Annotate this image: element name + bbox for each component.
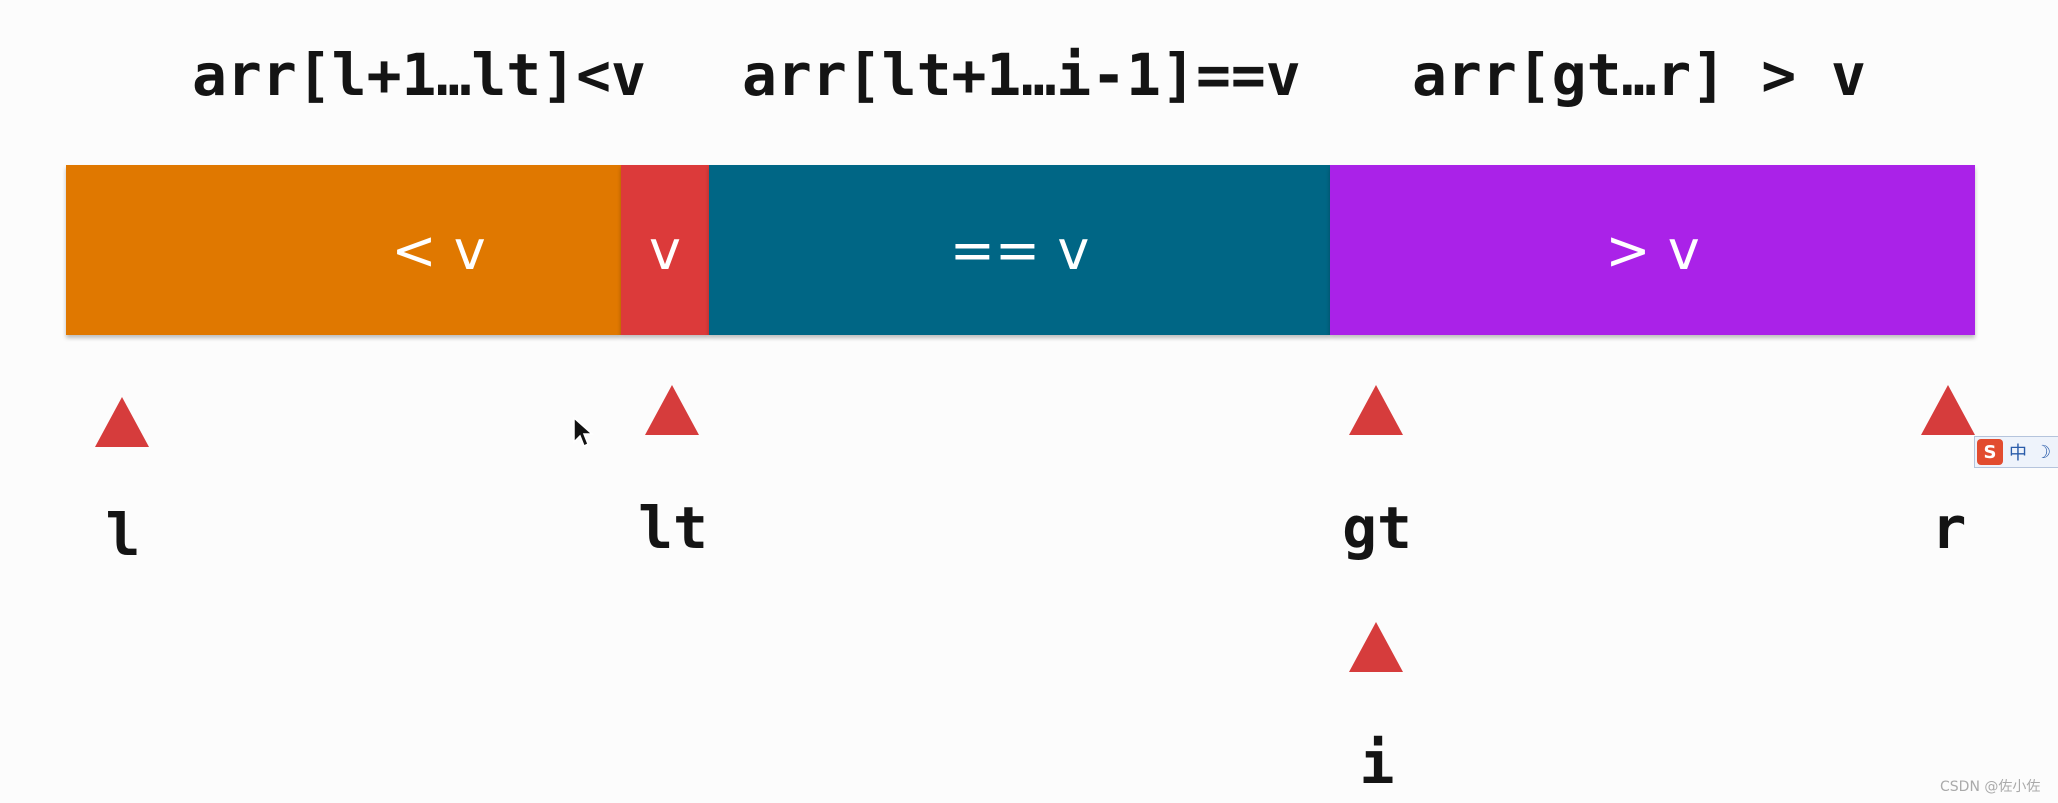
ime-toolbar[interactable]: S 中 ☽ <box>1974 436 2058 468</box>
pointer-gt-triangle-icon <box>1349 385 1403 435</box>
pointer-l-label: l <box>105 501 141 569</box>
pointer-lt-triangle-icon <box>645 385 699 435</box>
ime-mode-button[interactable]: 中 <box>2009 443 2027 464</box>
header-equal-range: arr[lt+1…i-1]==v <box>742 41 1301 109</box>
segment-pivot: v <box>621 165 709 335</box>
segment-less-than-label: < v <box>391 218 486 282</box>
mouse-cursor-icon <box>573 416 594 448</box>
ime-logo-icon[interactable]: S <box>1977 439 2003 465</box>
ime-moon-icon[interactable]: ☽ <box>2035 441 2052 463</box>
segment-equal: == v <box>709 165 1330 335</box>
segment-greater-than-label: > v <box>1605 218 1700 282</box>
segment-equal-label: == v <box>949 218 1090 282</box>
segment-greater-than: > v <box>1330 165 1975 335</box>
pointer-i-label: i <box>1359 729 1395 797</box>
segment-pivot-label: v <box>649 218 681 282</box>
pointer-gt-label: gt <box>1342 494 1412 562</box>
pointer-l-triangle-icon <box>95 397 149 447</box>
pointer-i-triangle-icon <box>1349 622 1403 672</box>
header-greater-than-range: arr[gt…r] > v <box>1412 41 1866 109</box>
header-less-than-range: arr[l+1…lt]<v <box>192 41 646 109</box>
watermark: CSDN @佐小佐 <box>1940 779 2041 795</box>
pointer-r-label: r <box>1931 494 1967 562</box>
segment-less-than: < v <box>66 165 621 335</box>
pointer-r-triangle-icon <box>1921 385 1975 435</box>
pointer-lt-label: lt <box>638 494 708 562</box>
